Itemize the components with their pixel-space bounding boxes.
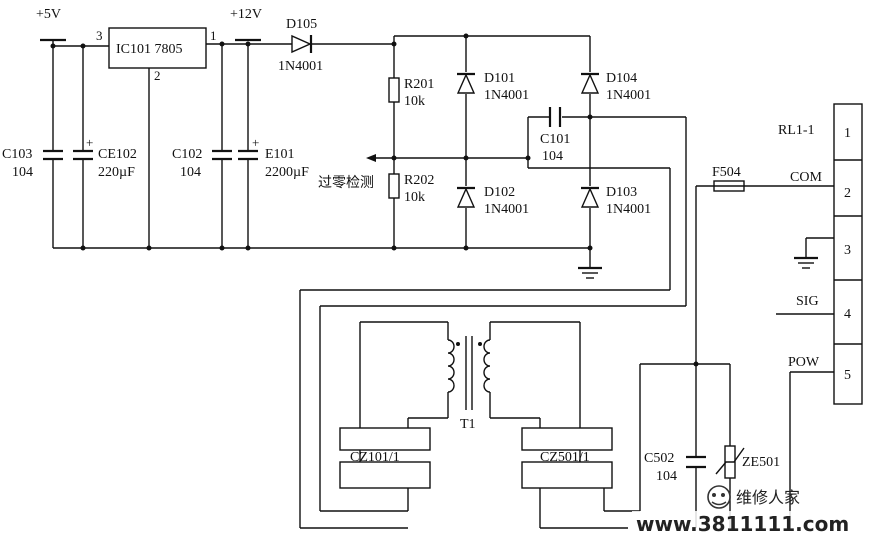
e101-value: 2200µF — [265, 165, 309, 180]
regulator-pin2: 2 — [154, 68, 161, 83]
connector-cz501: CZ501/1 — [521, 427, 613, 489]
regulator-pin3: 3 — [96, 28, 103, 43]
relay-sig-label: SIG — [796, 294, 819, 309]
r201-value: 10k — [404, 94, 425, 109]
resistor-r201: R201 10k — [388, 77, 434, 109]
watermark-logo-icon — [707, 485, 731, 509]
capacitor-c103: C103 104 — [2, 147, 63, 180]
cz101-ref: CZ101/1 — [350, 450, 400, 465]
c101-value: 104 — [542, 149, 563, 164]
relay-pin-2: 2 — [844, 186, 851, 201]
varistor-ze501: ZE501 — [715, 445, 780, 479]
t1-ref: T1 — [460, 417, 476, 432]
r201-ref: R201 — [404, 77, 434, 92]
relay-pin-4: 4 — [844, 307, 851, 322]
c102-ref: C102 — [172, 147, 202, 162]
resistor-r202: R202 10k — [388, 173, 434, 205]
watermark: 维修人家 www.3811111.com — [632, 485, 874, 536]
ground-symbol-main — [578, 266, 602, 279]
relay-name: RL1-1 — [778, 123, 815, 138]
rail-5v-label: +5V — [36, 7, 61, 22]
watermark-brand: 维修人家 — [736, 488, 800, 507]
svg-text:+: + — [86, 135, 93, 150]
d104-value: 1N4001 — [606, 88, 651, 103]
rail-12v-label: +12V — [230, 7, 262, 22]
relay-pin-1: 1 — [844, 126, 851, 141]
e101-ref: E101 — [265, 147, 295, 162]
relay-pin-5: 5 — [844, 368, 851, 383]
diode-d105: D105 1N4001 — [278, 17, 323, 74]
diode-d103: D103 1N4001 — [580, 185, 651, 217]
cz501-ref: CZ501/1 — [540, 450, 590, 465]
c502-ref: C502 — [644, 451, 674, 466]
d105-ref: D105 — [286, 17, 317, 32]
diode-d104: D104 1N4001 — [580, 71, 651, 103]
connector-cz101: CZ101/1 — [339, 427, 431, 489]
capacitor-e101: + E101 2200µF — [238, 135, 309, 180]
c103-value: 104 — [12, 165, 33, 180]
ce102-value: 220µF — [98, 165, 135, 180]
capacitor-c102: C102 104 — [172, 147, 232, 180]
r202-ref: R202 — [404, 173, 434, 188]
fuse-f504: F504 — [712, 165, 745, 192]
junction-dots — [50, 33, 699, 367]
regulator-ic101: IC101 7805 3 1 2 — [96, 27, 217, 83]
c102-value: 104 — [180, 165, 201, 180]
c101-ref: C101 — [540, 132, 570, 147]
relay-com-label: COM — [790, 170, 822, 185]
d101-value: 1N4001 — [484, 88, 529, 103]
wires — [40, 35, 834, 529]
capacitor-c101: C101 104 — [540, 107, 570, 164]
diode-d102: D102 1N4001 — [456, 185, 529, 217]
d103-ref: D103 — [606, 185, 637, 200]
capacitor-c502: C502 104 — [644, 450, 706, 484]
regulator-pin1: 1 — [210, 28, 217, 43]
watermark-site: www.3811111.com — [636, 512, 849, 536]
transformer-t1: T1 — [447, 336, 491, 432]
diode-d101: D101 1N4001 — [456, 71, 529, 103]
c502-value: 104 — [656, 469, 677, 484]
zero-cross-label: 过零检测 — [318, 175, 374, 191]
f504-ref: F504 — [712, 165, 741, 180]
ce102-ref: CE102 — [98, 147, 137, 162]
relay-pin-3: 3 — [844, 243, 851, 258]
d102-value: 1N4001 — [484, 202, 529, 217]
ground-symbol-relay — [794, 256, 818, 269]
c103-ref: C103 — [2, 147, 32, 162]
d103-value: 1N4001 — [606, 202, 651, 217]
svg-text:+: + — [252, 135, 259, 150]
d104-ref: D104 — [606, 71, 637, 86]
d105-value: 1N4001 — [278, 59, 323, 74]
relay-pow-label: POW — [788, 355, 820, 370]
d102-ref: D102 — [484, 185, 515, 200]
r202-value: 10k — [404, 190, 425, 205]
zero-cross-arrow: 过零检测 — [318, 154, 376, 191]
relay-rl1-1: 1 2 3 4 5 RL1-1 COM SIG POW — [778, 103, 863, 405]
capacitor-ce102: + CE102 220µF — [73, 135, 137, 180]
regulator-label: IC101 7805 — [116, 42, 183, 57]
d101-ref: D101 — [484, 71, 515, 86]
ze501-ref: ZE501 — [742, 455, 780, 470]
